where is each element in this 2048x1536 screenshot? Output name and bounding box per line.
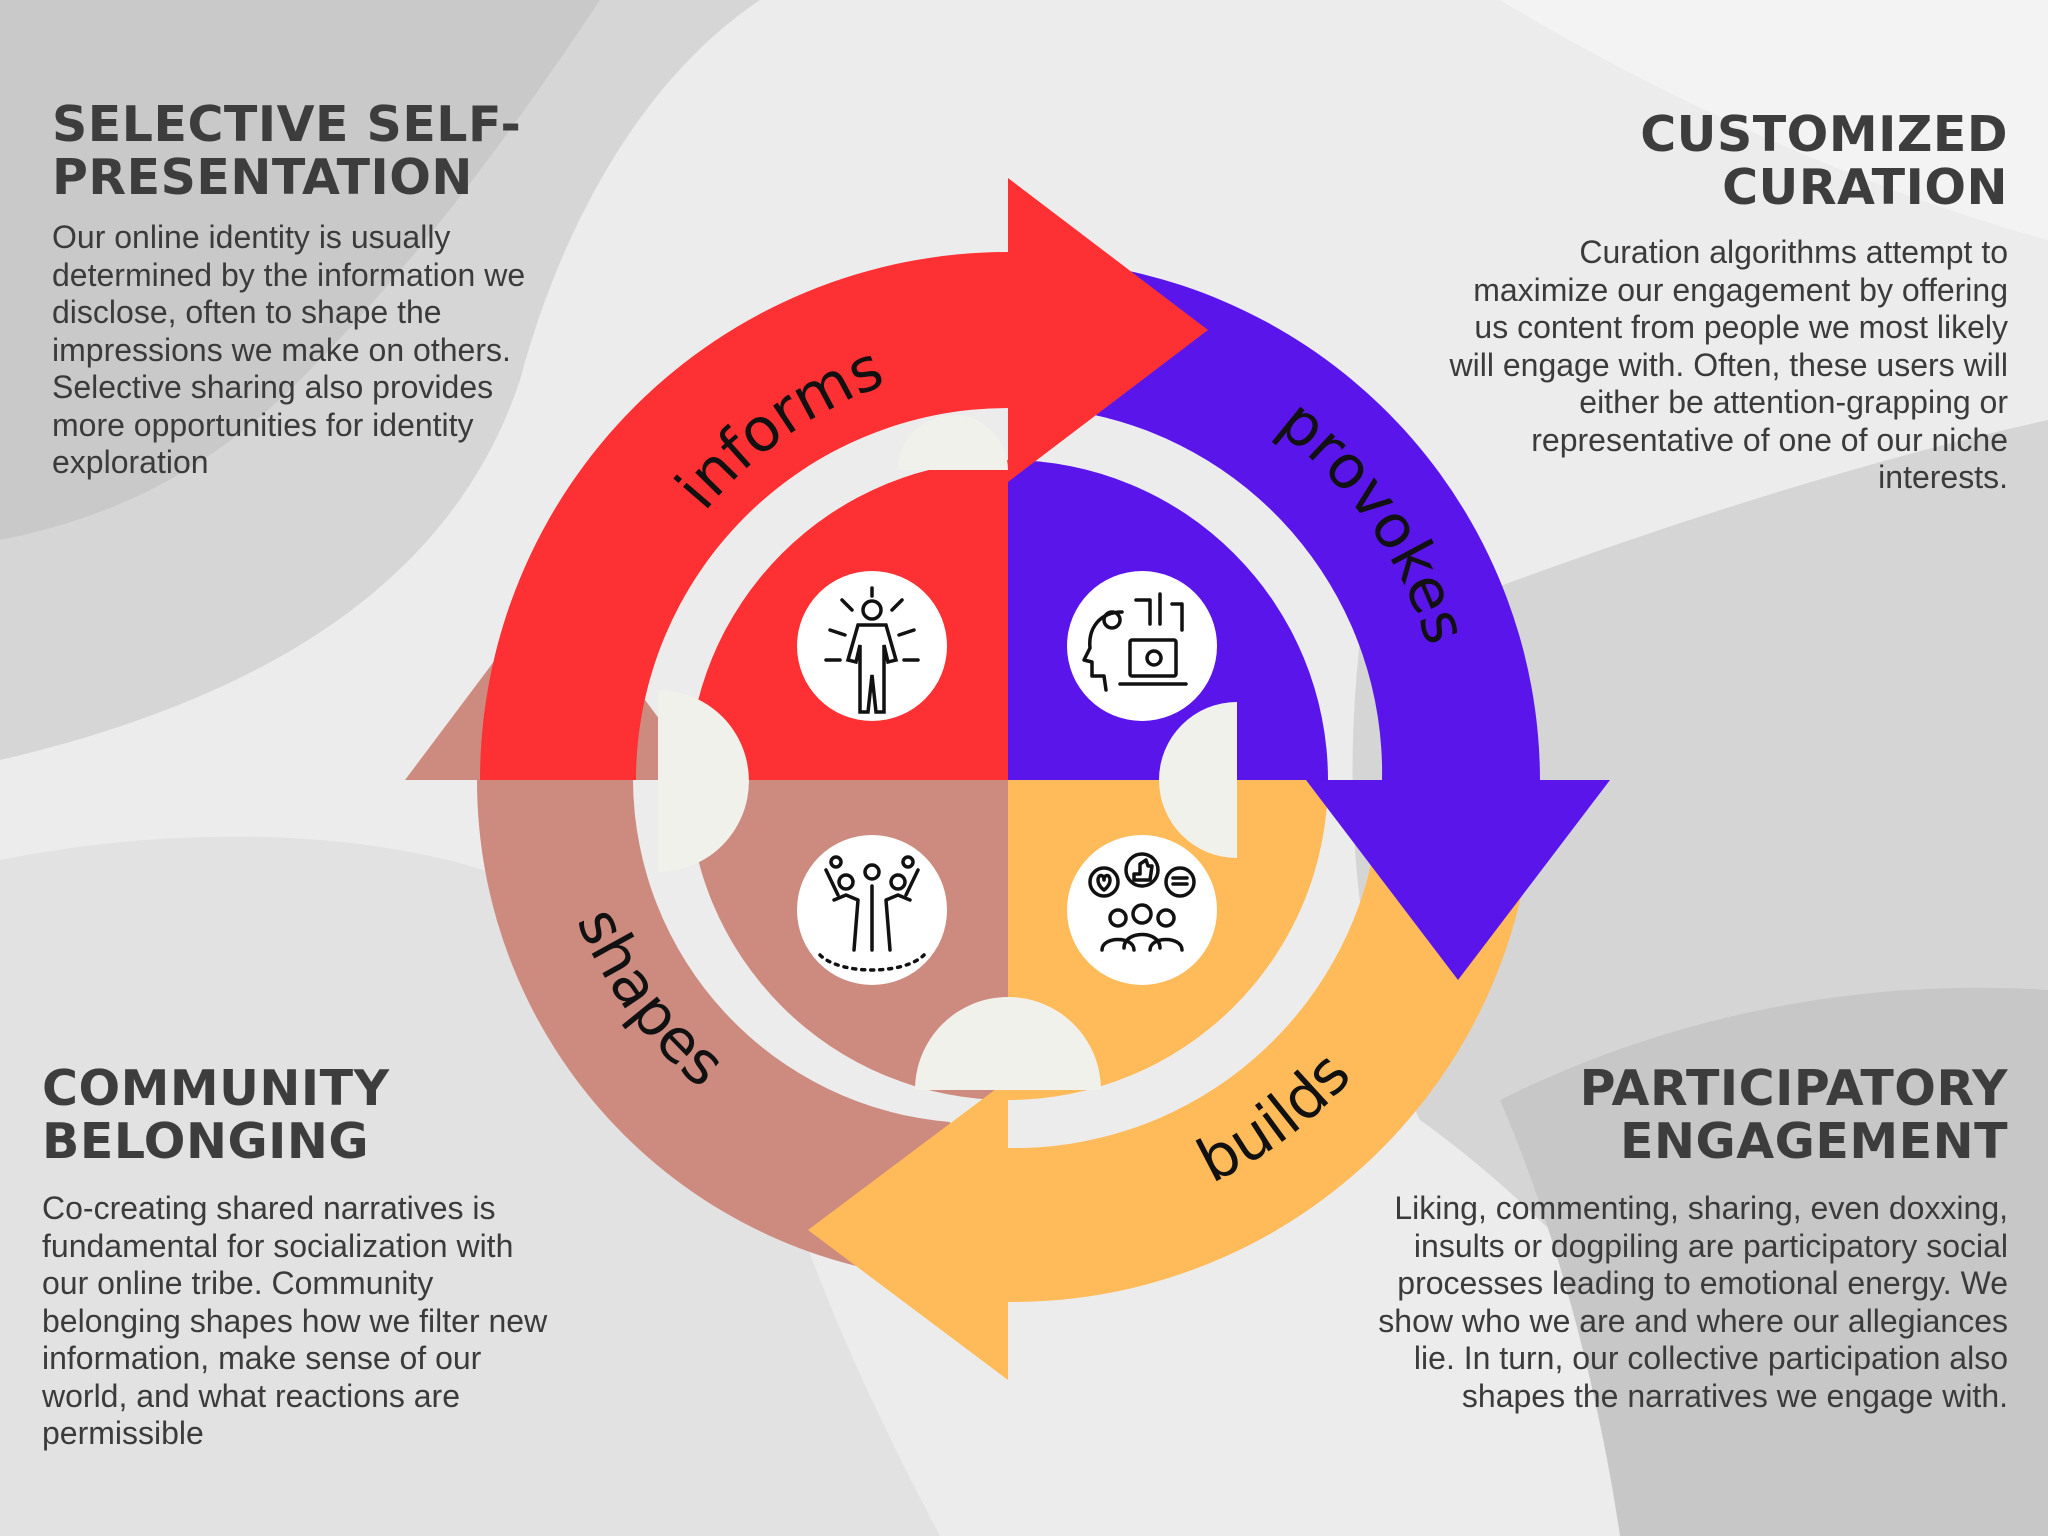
community-belonging-title: COMMUNITY BELONGING <box>42 1062 562 1168</box>
person-standing-confident-icon <box>797 571 947 721</box>
connectors <box>658 415 1237 1090</box>
cycle-arrows <box>405 178 1610 1380</box>
customized-curation-title: CUSTOMIZED CURATION <box>1448 108 2008 214</box>
arrow-provokes <box>1090 264 1610 980</box>
participatory-engagement-text: Liking, commenting, sharing, even doxxin… <box>1378 1190 2008 1414</box>
title-line-1: COMMUNITY <box>42 1060 390 1117</box>
group-celebrating-icon <box>797 835 947 985</box>
title-line-2: ENGAGEMENT <box>1620 1113 2008 1170</box>
connector-top <box>898 415 1008 470</box>
ai-head-laptop-gears-icon <box>1067 571 1217 721</box>
selective-self-presentation-block: SELECTIVE SELF- PRESENTATION Our online … <box>52 98 572 482</box>
customized-curation-text: Curation algorithms attempt to maximize … <box>1449 234 2008 495</box>
arrow-builds <box>808 860 1528 1380</box>
participatory-engagement-block: PARTICIPATORY ENGAGEMENT Liking, comment… <box>1368 1062 2008 1415</box>
arrow-informs <box>480 178 1208 780</box>
selective-self-presentation-text: Our online identity is usually determine… <box>52 219 526 480</box>
participatory-engagement-title: PARTICIPATORY ENGAGEMENT <box>1368 1062 2008 1168</box>
connector-left <box>658 690 749 872</box>
social-reactions-audience-icon <box>1067 835 1217 985</box>
title-line-2: CURATION <box>1722 159 2008 216</box>
title-line-1: SELECTIVE SELF- <box>52 96 522 153</box>
title-line-1: PARTICIPATORY <box>1579 1060 2008 1117</box>
connector-bottom <box>915 997 1101 1090</box>
community-belonging-text: Co-creating shared narratives is fundame… <box>42 1190 548 1451</box>
title-line-1: CUSTOMIZED <box>1640 106 2008 163</box>
connector-right <box>1159 702 1237 858</box>
community-belonging-block: COMMUNITY BELONGING Co-creating shared n… <box>42 1062 562 1453</box>
title-line-2: PRESENTATION <box>52 149 473 206</box>
title-line-2: BELONGING <box>42 1113 370 1170</box>
selective-self-presentation-title: SELECTIVE SELF- PRESENTATION <box>52 98 572 204</box>
customized-curation-block: CUSTOMIZED CURATION Curation algorithms … <box>1448 108 2008 497</box>
